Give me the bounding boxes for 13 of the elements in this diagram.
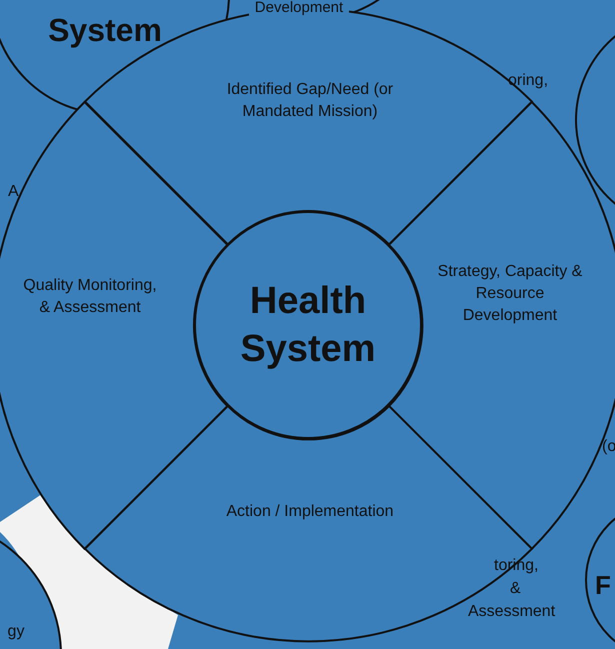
partial-label: oring, [508, 71, 548, 91]
circle-title: Health System [239, 279, 377, 372]
sector-label: Quality Monitoring, & Assessment [22, 276, 158, 318]
sector-label: Strategy, Capacity & Resource Development [436, 262, 584, 326]
sector-label: gy [6, 622, 26, 642]
sector-label: Identified Gap/Need (or Mandated Mission) [226, 80, 394, 122]
partial-label: & [510, 579, 521, 599]
circle-title: F [594, 570, 612, 600]
sector-label: Action / Implementation [225, 502, 395, 522]
partial-label: Assessment [468, 602, 556, 622]
circle-title: System [47, 12, 163, 48]
partial-label: A [8, 182, 19, 202]
sector-label: Development [249, 0, 349, 16]
